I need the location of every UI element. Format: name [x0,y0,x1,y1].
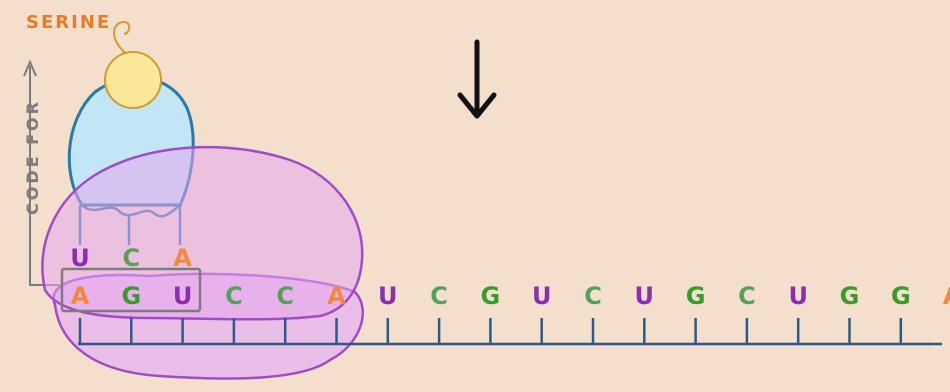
mrna-base: G [686,282,706,310]
mrna-base: U [788,282,808,310]
code-for-label: CODE FOR [23,99,42,215]
serine-connector [114,22,129,55]
mrna-base: U [532,282,552,310]
mrna-base: C [738,282,756,310]
anticodon-base: C [122,244,140,272]
mrna-base: U [378,282,398,310]
mrna-base: U [173,282,193,310]
mrna-base: C [430,282,448,310]
mrna-base: A [943,282,950,310]
mrna-base: G [891,282,911,310]
anticodon-base: U [70,244,90,272]
mrna-base: G [840,282,860,310]
mrna-base: C [276,282,294,310]
mrna-base: G [121,282,141,310]
mrna-base: C [225,282,243,310]
serine-amino-acid [105,52,161,108]
anticodon-base: A [173,244,192,272]
mrna-base: U [635,282,655,310]
mrna-base: A [327,282,346,310]
mrna-base: C [584,282,602,310]
direction-arrow-icon [460,42,494,116]
mrna-base: G [481,282,501,310]
serine-label: SERINE [26,12,111,33]
mrna-base: A [71,282,90,310]
